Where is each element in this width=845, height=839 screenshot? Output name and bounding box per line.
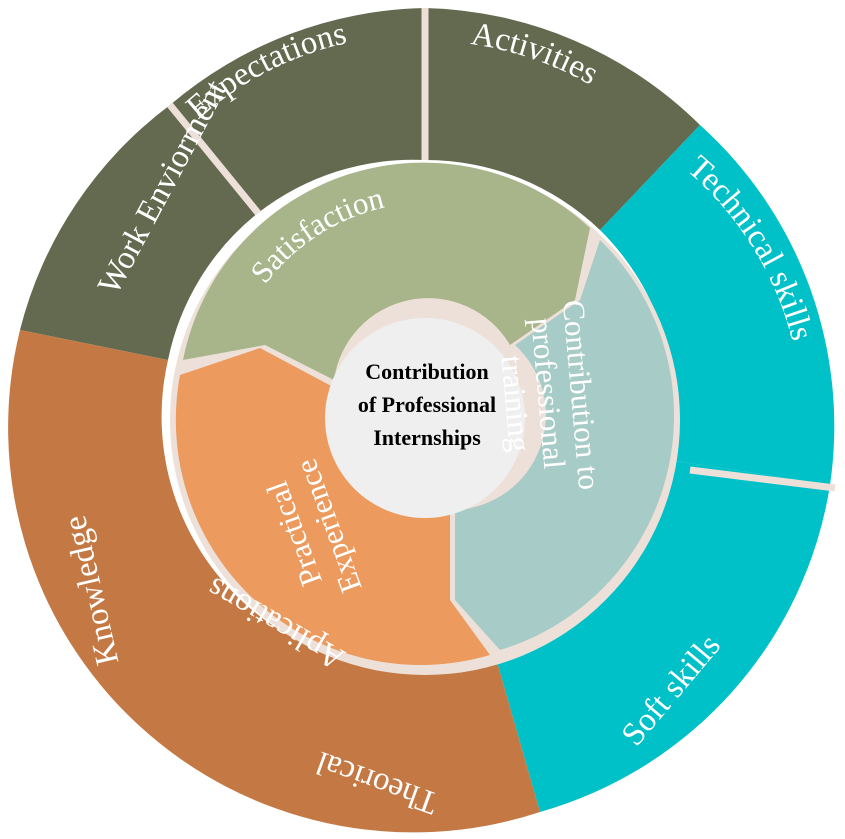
segment-contribution-training bbox=[455, 240, 675, 650]
center-title-line: of Professional bbox=[357, 392, 497, 417]
center-circle bbox=[325, 318, 525, 518]
center-title: Contribution of Professional Internships bbox=[322, 355, 532, 454]
outer-dividers bbox=[167, 8, 836, 492]
segment-technical-skills bbox=[600, 125, 835, 485]
center-title-line: Internships bbox=[373, 425, 481, 450]
center-title-line: Contribution bbox=[365, 359, 489, 384]
divider bbox=[167, 102, 261, 216]
segment-activities bbox=[425, 8, 700, 230]
inner-ring bbox=[175, 162, 675, 665]
segment-expectations bbox=[170, 8, 425, 213]
segment-knowledge bbox=[8, 330, 540, 833]
outer-ring bbox=[8, 8, 835, 833]
divider bbox=[689, 466, 836, 492]
segment-practical-experience bbox=[175, 348, 490, 665]
segment-work-enviorment bbox=[20, 105, 258, 360]
segment-satisfaction bbox=[183, 162, 590, 380]
segment-soft-skills bbox=[495, 460, 830, 812]
